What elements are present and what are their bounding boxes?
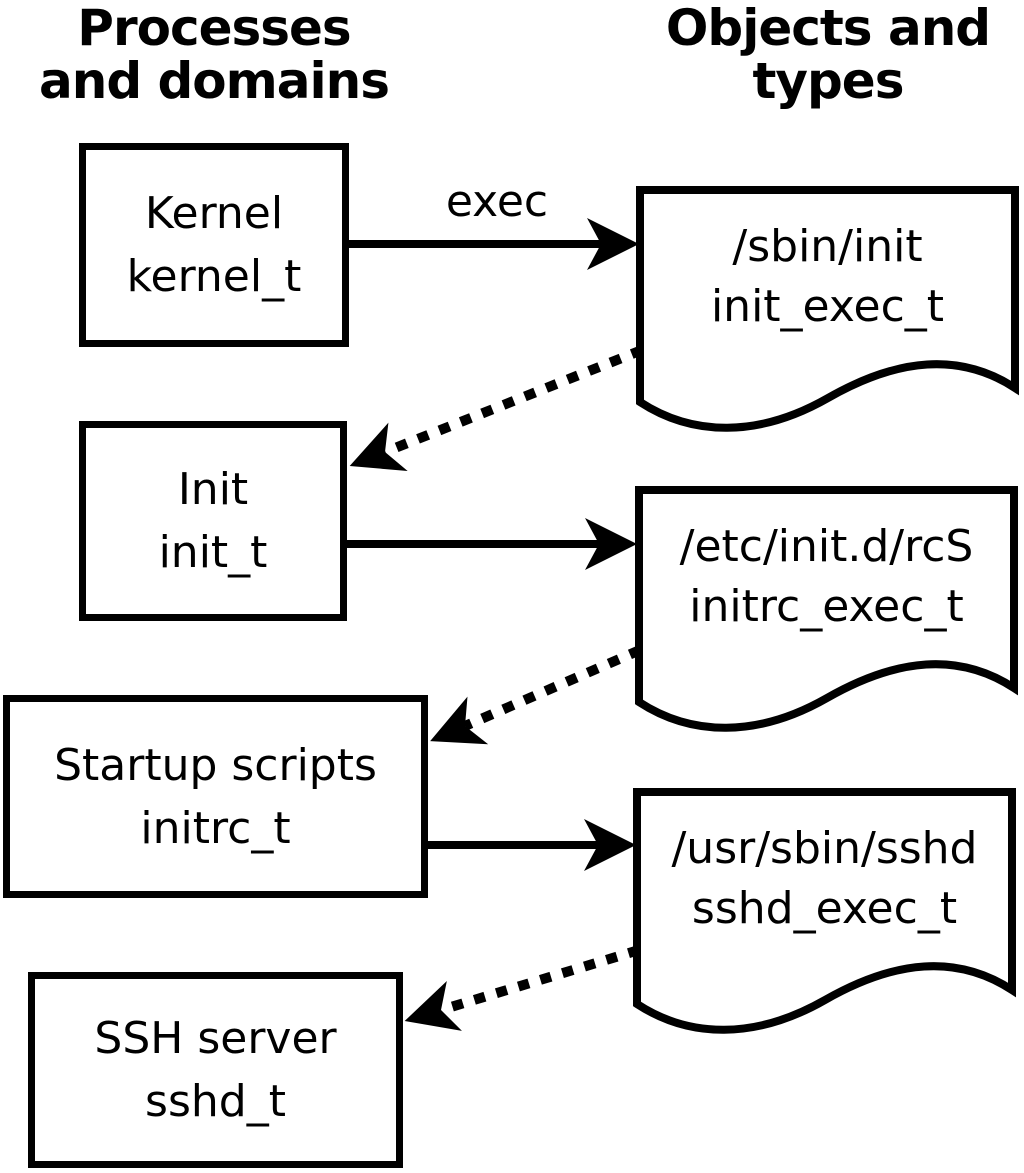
object-type-label: initrc_exec_t	[689, 581, 964, 632]
object-doc-sbin-init: /sbin/init init_exec_t	[640, 217, 1015, 337]
domain-type-label: init_t	[158, 527, 268, 578]
object-path: /sbin/init	[732, 221, 923, 272]
column-heading-processes: Processes and domains	[14, 2, 414, 108]
object-path: /etc/init.d/rcS	[679, 521, 974, 572]
heading-objects-line1: Objects and	[665, 0, 991, 57]
transition-arrow-sshdexec-to-sshd	[404, 945, 641, 1031]
document-shape-etc-initd-rcs	[635, 486, 1018, 732]
transition-arrow-sbininit-to-init	[349, 345, 644, 472]
edge-label-exec: exec	[445, 176, 549, 227]
process-box-kernel: Kernel kernel_t	[79, 143, 349, 347]
column-heading-objects: Objects and types	[628, 2, 1024, 108]
heading-processes-line1: Processes	[77, 0, 351, 57]
transition-arrow-rcs-to-initrc	[430, 645, 642, 745]
object-path: /usr/sbin/sshd	[671, 823, 978, 874]
heading-processes-line2: and domains	[38, 52, 390, 110]
object-doc-usr-sbin-sshd: /usr/sbin/sshd sshd_exec_t	[637, 819, 1012, 939]
process-box-ssh-server: SSH server sshd_t	[28, 972, 403, 1168]
document-shape-usr-sbin-sshd	[633, 788, 1016, 1034]
process-title: Init	[177, 464, 249, 515]
object-type-label: sshd_exec_t	[691, 883, 958, 934]
process-title: SSH server	[94, 1013, 337, 1064]
domain-type-label: initrc_t	[140, 802, 291, 854]
document-shape-sbin-init	[636, 186, 1019, 432]
process-box-startup-scripts: Startup scripts initrc_t	[3, 695, 428, 898]
domain-type-label: kernel_t	[126, 251, 302, 302]
process-title: Startup scripts	[54, 739, 377, 791]
object-doc-etc-initd-rcs: /etc/init.d/rcS initrc_exec_t	[639, 517, 1014, 637]
object-type-label: init_exec_t	[710, 281, 945, 332]
process-box-init: Init init_t	[79, 421, 347, 621]
process-title: Kernel	[144, 188, 284, 239]
heading-objects-line2: types	[752, 52, 905, 110]
domain-type-label: sshd_t	[145, 1076, 286, 1127]
